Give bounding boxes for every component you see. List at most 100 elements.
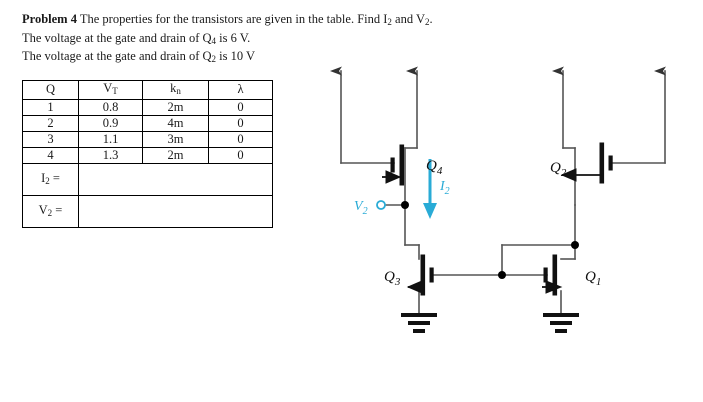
- label-v2: V2: [354, 199, 368, 217]
- table-row: 3 1.1 3m 0: [22, 130, 273, 148]
- label-q4-sub: 4: [437, 165, 443, 177]
- label-q1-sub: 1: [596, 276, 602, 288]
- table-header-row: Q VT kn λ: [22, 80, 273, 100]
- label-q1-base: Q: [585, 269, 596, 285]
- answer-label-v2-eq: =: [52, 202, 63, 217]
- statement-line-1: Problem 4 The properties for the transis…: [22, 12, 482, 31]
- junction-dot-q2-source: [571, 241, 579, 249]
- transistor-q4: [382, 144, 405, 186]
- statement-line-2-a: The voltage at the gate and drain of Q: [22, 30, 212, 45]
- transistor-q3: [406, 254, 434, 296]
- circuit-diagram: Q4 Q3 Q2 Q1 I2 V2: [320, 55, 703, 355]
- cell-kn: 3m: [142, 130, 209, 148]
- q4-channel-bar: [399, 144, 405, 186]
- answer-value-v2[interactable]: [78, 194, 273, 228]
- label-q3: Q3: [384, 269, 401, 288]
- transistor-q2: [560, 142, 613, 184]
- cell-vt: 0.9: [78, 114, 143, 132]
- cell-lambda: 0: [208, 114, 273, 132]
- label-v2-sub: 2: [363, 206, 368, 217]
- label-q1: Q1: [585, 269, 601, 288]
- q1-source-arrow: [545, 280, 563, 294]
- statement-line-3: The voltage at the gate and drain of Q2 …: [22, 49, 482, 68]
- statement-line-1-sub-i: 2: [387, 16, 392, 27]
- label-q2-base: Q: [550, 160, 561, 176]
- label-q3-base: Q: [384, 269, 395, 285]
- header-kn-base: k: [170, 81, 177, 95]
- label-v2-base: V: [354, 199, 364, 214]
- table-row: 1 0.8 2m 0: [22, 98, 273, 116]
- answer-value-i2[interactable]: [78, 162, 273, 196]
- i2-arrow-head: [423, 203, 437, 219]
- q2-source-arrow: [560, 168, 577, 182]
- label-q4: Q4: [426, 158, 443, 177]
- problem-label: Problem 4: [22, 12, 77, 26]
- cell-kn: 2m: [142, 146, 209, 164]
- answer-label-v2-base: V: [38, 202, 48, 217]
- answer-label-i2-eq: =: [49, 170, 60, 185]
- q3-channel-bar: [420, 254, 426, 296]
- cell-lambda: 0: [208, 98, 273, 116]
- transistor-symbols: [382, 142, 613, 296]
- junction-dots: [401, 201, 579, 279]
- answer-row-v2: V2 =: [22, 194, 273, 228]
- cell-q: 3: [22, 130, 79, 148]
- q1-gate-plate: [543, 267, 548, 283]
- statement-line-3-sub: 2: [211, 54, 217, 65]
- q4-gate-plate: [390, 157, 395, 173]
- statement-line-1-mid: and V: [391, 12, 426, 26]
- answer-label-i2: I2 =: [22, 162, 79, 196]
- problem-statement: Problem 4 The properties for the transis…: [22, 12, 482, 68]
- statement-line-2-b: is 6 V.: [216, 30, 251, 45]
- ground-symbols: [401, 313, 579, 333]
- statement-line-1-text: The properties for the transistors are g…: [76, 12, 388, 26]
- answer-row-i2: I2 =: [22, 162, 273, 196]
- header-kn-sub: n: [176, 85, 181, 96]
- cell-kn: 2m: [142, 98, 209, 116]
- q2-gate-plate: [608, 155, 613, 171]
- cell-vt: 0.8: [78, 98, 143, 116]
- circuit-labels: Q4 Q3 Q2 Q1 I2 V2: [354, 158, 601, 288]
- header-q: Q: [22, 80, 79, 100]
- cell-vt: 1.1: [78, 130, 143, 148]
- label-q2: Q2: [550, 160, 567, 179]
- answer-label-v2: V2 =: [22, 194, 79, 228]
- cell-q: 1: [22, 98, 79, 116]
- ground-right: [543, 313, 579, 333]
- gnd-left-bar-3: [413, 329, 425, 333]
- header-kn: kn: [142, 80, 209, 100]
- statement-line-3-b: is 10 V: [216, 49, 256, 64]
- ground-left: [401, 313, 437, 333]
- cell-vt: 1.3: [78, 146, 143, 164]
- statement-line-2-sub: 4: [211, 35, 217, 46]
- statement-line-1-end: .: [429, 12, 433, 26]
- v2-terminal-circle: [376, 200, 386, 210]
- header-vt: VT: [78, 80, 143, 100]
- q4-source-arrow: [385, 170, 402, 184]
- gnd-right-bar-3: [555, 329, 567, 333]
- q3-source-arrow: [406, 280, 423, 294]
- cell-lambda: 0: [208, 146, 273, 164]
- header-lambda: λ: [208, 80, 273, 100]
- gnd-right-bar-2: [550, 321, 572, 325]
- gnd-left-bar-1: [401, 313, 437, 317]
- cell-q: 2: [22, 114, 79, 132]
- answer-label-v2-sub: 2: [47, 207, 53, 218]
- gnd-left-bar-2: [408, 321, 430, 325]
- label-q4-base: Q: [426, 158, 437, 174]
- table-row: 4 1.3 2m 0: [22, 146, 273, 164]
- statement-line-3-a: The voltage at the gate and drain of Q: [22, 49, 212, 64]
- q2-channel-bar: [599, 142, 605, 184]
- label-q3-sub: 3: [394, 276, 401, 288]
- transistor-properties-table: Q VT kn λ 1 0.8 2m 0 2 0.9 4m 0 3 1.1 3m: [22, 80, 273, 228]
- cell-q: 4: [22, 146, 79, 164]
- q1-channel-bar: [552, 254, 558, 296]
- answer-label-i2-base: I: [41, 170, 46, 185]
- statement-line-1-sub-v: 2: [425, 16, 430, 27]
- label-i2: I2: [439, 179, 450, 197]
- answer-label-i2-sub: 2: [45, 175, 50, 186]
- i2-current-arrow: [423, 159, 437, 219]
- label-i2-base: I: [439, 179, 446, 194]
- statement-line-2: The voltage at the gate and drain of Q4 …: [22, 31, 482, 50]
